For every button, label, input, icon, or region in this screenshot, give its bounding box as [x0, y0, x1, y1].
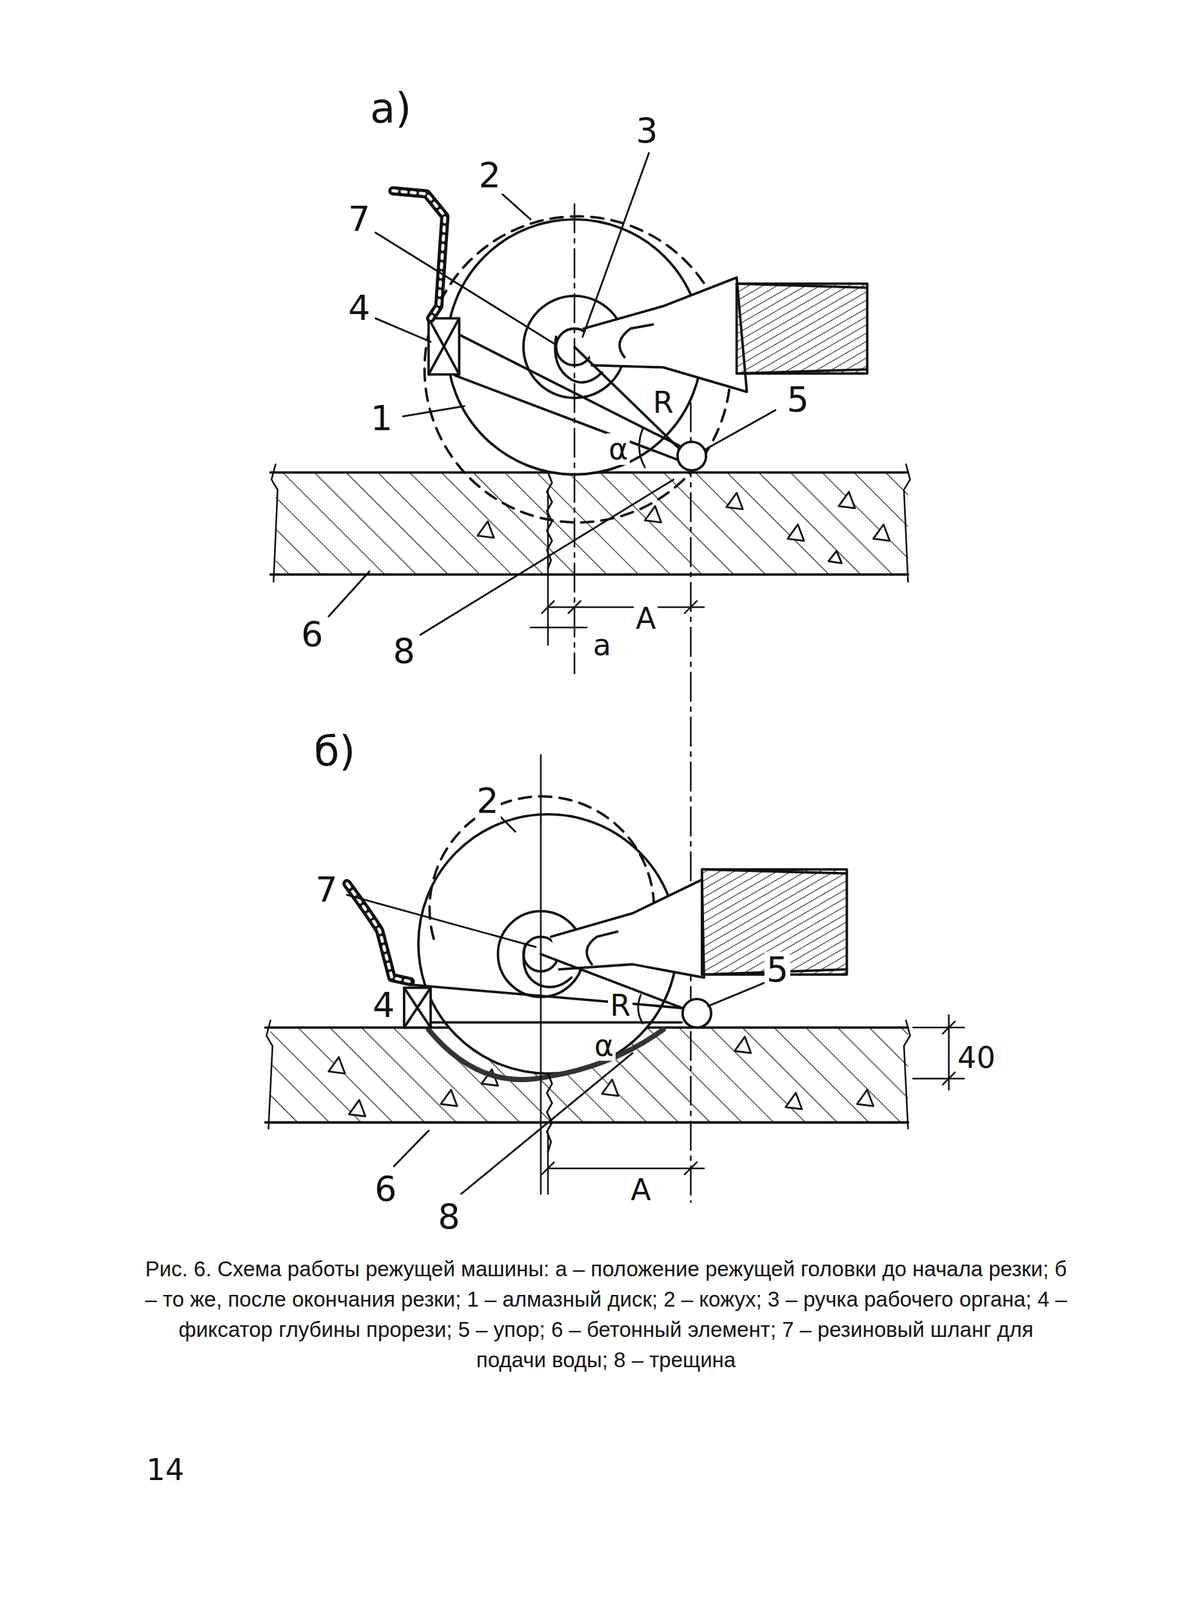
- callout-number: 1: [368, 400, 395, 438]
- callout-number: 3: [633, 112, 660, 149]
- dimension-label: a: [591, 629, 614, 661]
- dimension-label: A: [633, 602, 658, 634]
- view-label: а): [368, 87, 414, 131]
- page-number: 14: [144, 1453, 187, 1485]
- callout-number: 6: [299, 616, 325, 654]
- dimension-label: A: [628, 1173, 653, 1205]
- view-label: б): [312, 730, 358, 774]
- callout-number: 5: [764, 950, 791, 988]
- angle-label: α: [592, 1029, 616, 1061]
- callout-number: 7: [313, 871, 340, 909]
- angle-label: α: [606, 433, 630, 465]
- dimension-label: 40: [955, 1041, 998, 1073]
- radius-label: R: [607, 989, 633, 1021]
- figure-caption: Рис. 6. Схема работы режущей машины: а –…: [141, 1253, 1071, 1375]
- view-a: [270, 152, 911, 1202]
- callout-number: 2: [477, 157, 503, 195]
- view-b: [265, 754, 965, 1194]
- callout-number: 8: [391, 632, 418, 670]
- callout-number: 4: [370, 987, 397, 1024]
- callout-number: 2: [474, 782, 501, 820]
- callout-number: 7: [346, 201, 372, 238]
- callout-number: 4: [346, 290, 372, 327]
- callout-number: 8: [435, 1197, 462, 1235]
- callout-number: 5: [784, 381, 811, 419]
- callout-number: 6: [372, 1170, 399, 1207]
- radius-label: R: [651, 386, 676, 418]
